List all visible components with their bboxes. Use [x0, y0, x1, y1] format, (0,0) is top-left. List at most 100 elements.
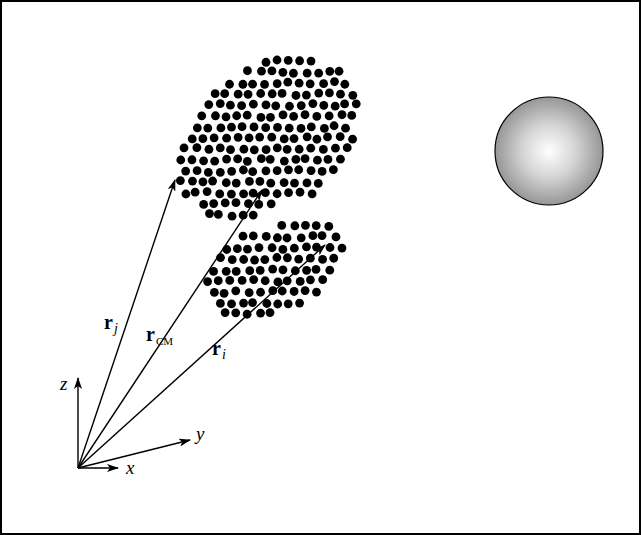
particle: [243, 111, 252, 120]
particle: [255, 133, 264, 142]
particle: [249, 189, 258, 198]
particle: [248, 167, 257, 176]
particle: [260, 80, 269, 89]
particle: [313, 135, 322, 144]
particle: [238, 122, 247, 131]
particle: [192, 143, 201, 152]
particle: [295, 56, 304, 65]
particle: [348, 135, 357, 144]
particle: [266, 155, 275, 164]
vector-rcm: [78, 190, 262, 468]
particle: [332, 233, 341, 242]
particle: [260, 255, 269, 264]
particle: [210, 288, 219, 297]
particle: [325, 266, 334, 275]
particle: [318, 255, 327, 264]
particle: [227, 167, 236, 176]
particle: [261, 276, 270, 285]
particle: [336, 155, 345, 164]
vector-symbol: r: [212, 338, 221, 358]
particle: [336, 90, 345, 99]
particle: [312, 221, 321, 230]
sphere: [495, 97, 603, 205]
particle: [239, 255, 248, 264]
particle: [336, 132, 345, 141]
particle: [312, 288, 321, 297]
particle: [340, 80, 349, 89]
particle: [314, 69, 323, 78]
particle: [238, 276, 247, 285]
particle: [267, 133, 276, 142]
particle: [325, 89, 334, 98]
particle: [301, 286, 310, 295]
particle: [303, 69, 312, 78]
particle: [319, 145, 328, 154]
particle: [256, 89, 265, 98]
position-vectors: [78, 180, 325, 468]
particle: [256, 288, 265, 297]
particle: [296, 188, 305, 197]
particle: [250, 256, 259, 265]
particle: [324, 222, 333, 231]
particle: [284, 56, 293, 65]
particle: [232, 267, 241, 276]
particle: [257, 67, 266, 76]
particle: [306, 144, 315, 153]
particle: [249, 211, 258, 220]
particle: [273, 143, 282, 152]
particle: [193, 123, 202, 132]
axis-label: x: [126, 458, 134, 477]
particle: [197, 111, 206, 120]
particle: [249, 232, 258, 241]
particle: [225, 80, 234, 89]
particle: [204, 168, 213, 177]
particle: [303, 179, 312, 188]
particle: [233, 155, 242, 164]
particle: [191, 188, 200, 197]
particle: [278, 245, 287, 254]
particle: [284, 165, 293, 174]
particle: [285, 124, 294, 133]
particle: [290, 134, 299, 143]
particle: [308, 189, 317, 198]
particle: [278, 68, 287, 77]
particle: [228, 255, 237, 264]
particle: [283, 276, 292, 285]
particle: [228, 212, 237, 221]
particle: [221, 198, 230, 207]
particle: [331, 102, 340, 111]
particle: [254, 200, 263, 209]
particle: [239, 166, 248, 175]
particle: [338, 244, 347, 253]
particle: [289, 69, 298, 78]
particle: [273, 123, 282, 132]
particle: [237, 101, 246, 110]
particle: [308, 99, 317, 108]
particle: [205, 145, 214, 154]
particle: [180, 143, 189, 152]
particle: [297, 233, 306, 242]
particle: [214, 210, 223, 219]
particle: [210, 133, 219, 142]
particle: [188, 177, 197, 186]
particle: [283, 234, 292, 243]
particle: [292, 91, 301, 100]
axis-label: y: [196, 424, 204, 443]
particle: [268, 265, 277, 274]
particle: [199, 134, 208, 143]
particle: [231, 308, 240, 317]
particle: [318, 275, 327, 284]
particle: [338, 110, 347, 119]
particle: [204, 100, 213, 109]
particle: [216, 299, 225, 308]
particle: [297, 124, 306, 133]
vector-symbol: r: [104, 312, 113, 332]
particle: [347, 111, 356, 120]
particle: [290, 244, 299, 253]
particle: [273, 79, 282, 88]
particle: [280, 178, 289, 187]
particle: [245, 133, 254, 142]
particle: [232, 198, 241, 207]
particle: [226, 145, 235, 154]
